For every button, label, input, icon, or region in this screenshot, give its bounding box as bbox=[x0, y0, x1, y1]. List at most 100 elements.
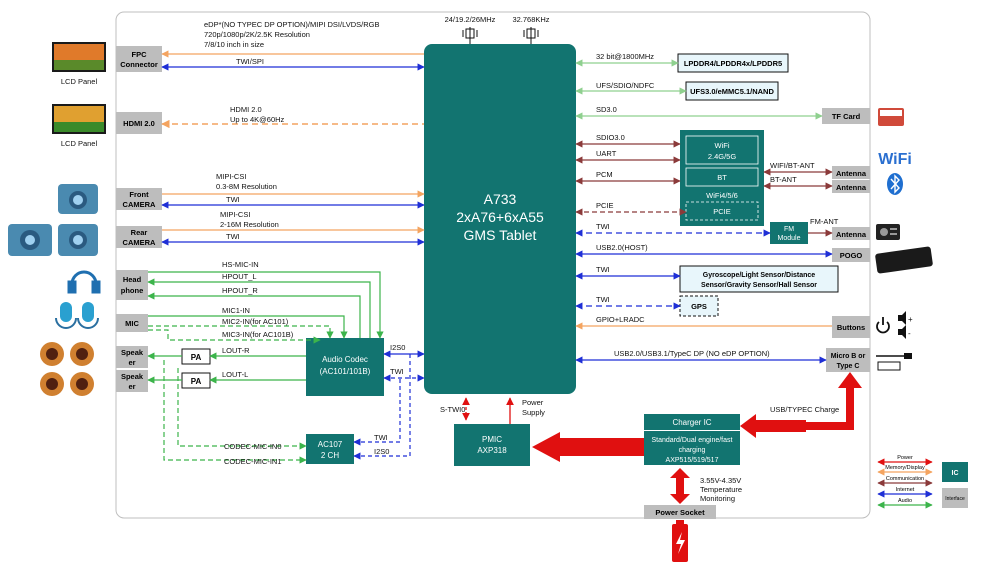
power-supply-label-2: Supply bbox=[522, 408, 545, 417]
rtc-clock-label: 32.768KHz bbox=[512, 15, 549, 24]
usb20-host-label: USB2.0(HOST) bbox=[596, 243, 648, 252]
rear-csi-label-2: 2-16M Resolution bbox=[220, 220, 279, 229]
main-clock-label: 24/19.2/26MHz bbox=[445, 15, 496, 24]
pcie-bus-label: PCIE bbox=[596, 201, 614, 210]
legend-internet: Internet bbox=[896, 487, 915, 493]
antenna3-label: Antenna bbox=[836, 230, 867, 239]
speaker-block-2 bbox=[116, 370, 148, 392]
antenna2-label: Antenna bbox=[836, 183, 867, 192]
s-twi-label: S-TWI0 bbox=[440, 405, 465, 414]
mic-label: MIC bbox=[125, 319, 139, 328]
front-csi-label-1: MIPI-CSI bbox=[216, 172, 246, 181]
usb-charge-arrowhead bbox=[838, 372, 862, 388]
lout-r-label: LOUT-R bbox=[222, 346, 250, 355]
usb-typec-label: USB2.0/USB3.1/TypeC DP (NO eDP OPTION) bbox=[614, 349, 770, 358]
soc-platform: GMS Tablet bbox=[464, 227, 537, 243]
charger-title-block bbox=[644, 414, 740, 430]
soc-name: A733 bbox=[484, 191, 517, 207]
ac107-label-1: AC107 bbox=[318, 440, 343, 449]
front-camera-block bbox=[116, 188, 162, 210]
mic2-label: MIC2-IN(for AC101) bbox=[222, 317, 289, 326]
mic3-label: MIC3-IN(for AC101B) bbox=[222, 330, 294, 339]
wifi-band-label: 2.4G/5G bbox=[708, 152, 737, 161]
antenna1-label: Antenna bbox=[836, 169, 867, 178]
ufs-label: UFS3.0/eMMC5.1/NAND bbox=[690, 87, 774, 96]
speaker1-label-1: Speak bbox=[121, 348, 144, 357]
speaker1-label-2: er bbox=[128, 358, 135, 367]
legend-communication: Communication bbox=[886, 476, 924, 482]
hpout-l-label: HPOUT_L bbox=[222, 272, 257, 281]
bluetooth-icon bbox=[887, 173, 903, 195]
fpc-label-2: Connector bbox=[120, 60, 158, 69]
bt-label: BT bbox=[717, 173, 727, 182]
front-camera-label-2: CAMERA bbox=[123, 200, 156, 209]
gps-label: GPS bbox=[691, 302, 707, 311]
sdio30-label: SDIO3.0 bbox=[596, 133, 625, 142]
rear-camera-block bbox=[116, 226, 162, 248]
svg-text:-: - bbox=[908, 329, 911, 338]
camera-icon bbox=[8, 184, 98, 256]
codec-mic-in0-label: CODEC-MIC-IN0 bbox=[224, 442, 282, 451]
sensors-block bbox=[679, 265, 839, 293]
audio-codec-block bbox=[306, 338, 384, 396]
rtc-crystal-icon bbox=[523, 27, 539, 44]
i2s0-ac107-label: I2S0 bbox=[374, 447, 389, 456]
ddr-label: 32 bit@1800MHz bbox=[596, 52, 654, 61]
twi-codec-label: TWI bbox=[390, 367, 404, 376]
lpddr-label: LPDDR4/LPDDR4x/LPDDR5 bbox=[684, 59, 782, 68]
pa2-label: PA bbox=[191, 377, 202, 386]
buttons-label: Buttons bbox=[837, 323, 865, 332]
fm-module-block bbox=[770, 222, 808, 244]
legend-audio: Audio bbox=[898, 498, 912, 504]
front-twi-label: TWI bbox=[226, 195, 240, 204]
rear-camera-label-2: CAMERA bbox=[123, 238, 156, 247]
charger-to-pmic-arrow bbox=[532, 432, 644, 462]
edp-label-1: eDP*(NO TYPEC DP OPTION)/MIPI DSI/LVDS/R… bbox=[204, 20, 379, 29]
rear-twi-label: TWI bbox=[226, 232, 240, 241]
wifi-bt-ant-label: WIFI/BT-ANT bbox=[770, 161, 815, 170]
charger-title-label: Charger IC bbox=[672, 418, 711, 427]
right-connections: 32 bit@1800MHz UFS/SDIO/NDFC SD3.0 SDIO3… bbox=[575, 52, 839, 364]
rear-csi-label-1: MIPI-CSI bbox=[220, 210, 250, 219]
power-socket-block bbox=[644, 505, 716, 519]
svg-text:+: + bbox=[908, 315, 913, 324]
sd30-label: SD3.0 bbox=[596, 105, 617, 114]
sd-card-icon bbox=[878, 108, 904, 126]
i2s0-codec-label: I2S0 bbox=[390, 343, 405, 352]
tf-card-block bbox=[822, 108, 870, 124]
voltage-label-1: 3.55V-4.35V bbox=[700, 476, 741, 485]
lcd-panel-image-1 bbox=[52, 42, 106, 72]
edp-label-3: 7/8/10 inch in size bbox=[204, 40, 264, 49]
wifi-label: WiFi bbox=[715, 141, 730, 150]
antenna-block-1 bbox=[832, 166, 870, 179]
hdmi-block bbox=[116, 112, 162, 134]
audio-codec-label-2: (AC101/101B) bbox=[320, 367, 371, 376]
pcie-label: PCIE bbox=[713, 207, 731, 216]
usb-cable-icon bbox=[876, 353, 912, 371]
tf-card-label: TF Card bbox=[832, 112, 861, 121]
fpc-label-1: FPC bbox=[132, 50, 148, 59]
battery-icon bbox=[672, 520, 688, 562]
codec-mic-in1-label: CODEC-MIC-IN1 bbox=[224, 457, 282, 466]
wifi-version-label: WiFi4/5/6 bbox=[706, 191, 738, 200]
front-csi-label-2: 0.3-8M Resolution bbox=[216, 182, 277, 191]
keyboard-icon bbox=[875, 246, 933, 274]
gpio-label: GPIO+LRADC bbox=[596, 315, 645, 324]
pmic-block bbox=[454, 424, 530, 466]
pcm-label: PCM bbox=[596, 170, 613, 179]
legend-ic: IC bbox=[952, 470, 959, 477]
fpc-connector-block bbox=[116, 46, 162, 72]
lcd-panel-label-2: LCD Panel bbox=[61, 139, 98, 148]
sensors-label-2: Sensor/Gravity Sensor/Hall Sensor bbox=[701, 282, 817, 289]
headphone-label-1: Head bbox=[123, 275, 142, 284]
bt-sub-block bbox=[685, 167, 759, 187]
lcd-panel-label-1: LCD Panel bbox=[61, 77, 98, 86]
legend-interface: Interface bbox=[945, 496, 965, 502]
fm-label-2: Module bbox=[778, 235, 801, 242]
wifi-logo-icon: WiFi bbox=[878, 151, 912, 168]
pmic-label-2: AXP318 bbox=[477, 446, 507, 455]
twi-sensor-label: TWI bbox=[596, 265, 610, 274]
hpout-r-label: HPOUT_R bbox=[222, 286, 258, 295]
